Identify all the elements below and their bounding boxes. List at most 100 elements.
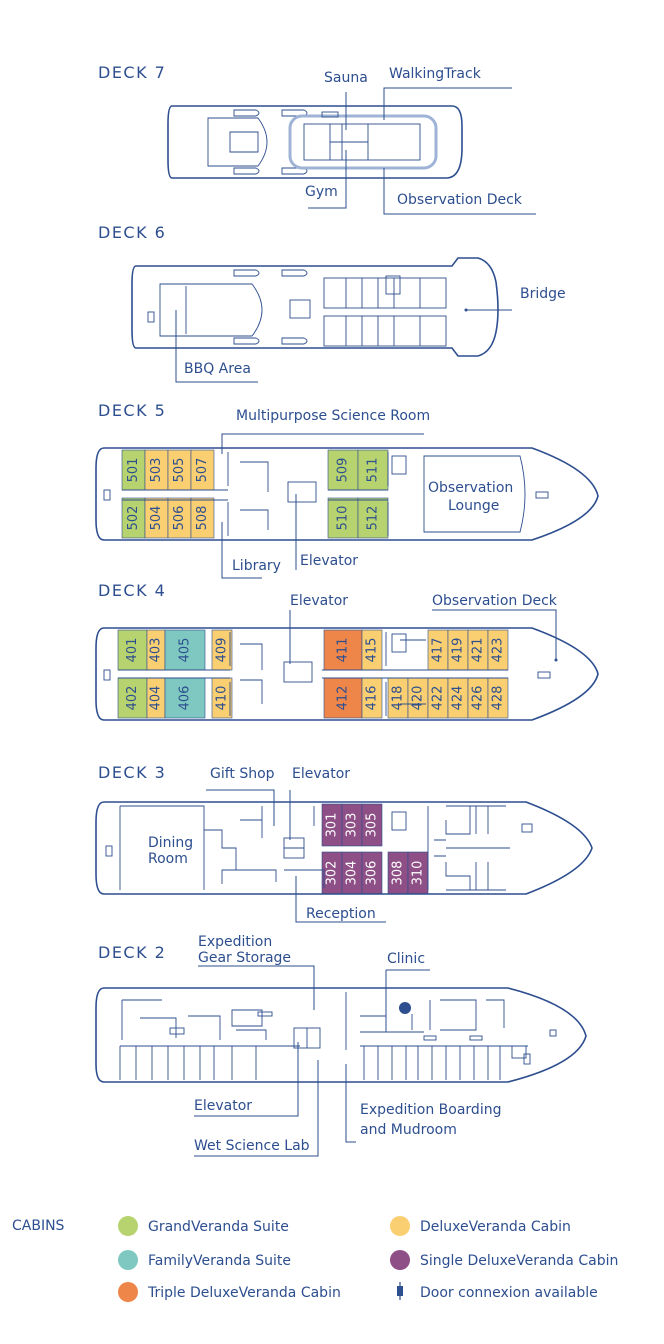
cabin-404: 404 <box>146 677 166 719</box>
cabin-305: 305 <box>361 803 383 847</box>
cabin-302-label: 302 <box>325 861 340 886</box>
cabin-508-label: 508 <box>195 506 210 531</box>
door-connexion-icon <box>397 1282 403 1300</box>
reception-label: Reception <box>306 906 376 922</box>
cabin-402: 402 <box>117 677 148 719</box>
legend-family-veranda-suite: FamilyVeranda Suite <box>148 1253 291 1269</box>
cabin-506: 506 <box>167 497 192 539</box>
bbq-area-label: BBQ Area <box>184 361 251 377</box>
cabin-403: 403 <box>146 629 166 671</box>
cabin-303-label: 303 <box>345 813 360 838</box>
cabin-412: 412 <box>323 677 363 719</box>
cabin-428: 428 <box>487 677 509 719</box>
cabin-415-label: 415 <box>365 638 380 663</box>
cabin-304: 304 <box>341 851 363 895</box>
cabin-406-block <box>164 677 206 719</box>
legend-title: CABINS <box>12 1218 65 1234</box>
cabin-505-label: 505 <box>172 458 187 483</box>
deck-6: DECK 6 BBQ Area Bridge <box>98 223 566 383</box>
cabin-510: 510 <box>327 497 359 539</box>
cabin-304-label: 304 <box>345 861 360 886</box>
cabin-511: 511 <box>357 449 389 491</box>
cabin-503-label: 503 <box>149 458 164 483</box>
elevator-3-label: Elevator <box>292 766 350 782</box>
deck-7: DECK 7 Sauna WalkingTrack Gym Observatio… <box>98 63 536 215</box>
cabin-310-label: 310 <box>411 861 426 886</box>
cabin-401-block <box>117 629 148 671</box>
deck-3-hull <box>95 801 593 895</box>
observation-lounge-label-1: Observation <box>428 480 513 496</box>
legend-swatch-grand-veranda-suite <box>118 1216 138 1236</box>
deck-6-title: DECK 6 <box>98 223 166 242</box>
clinic-marker <box>399 1002 411 1014</box>
bridge-label: Bridge <box>520 286 566 302</box>
wet-science-lab-label: Wet Science Lab <box>194 1138 310 1154</box>
cabin-415: 415 <box>361 629 383 671</box>
cabin-409-label: 409 <box>215 638 230 663</box>
deck-4-title: DECK 4 <box>98 581 166 600</box>
cabin-405: 405 <box>164 629 206 671</box>
cabin-301-label: 301 <box>325 813 340 838</box>
cabin-416: 416 <box>361 677 383 719</box>
library-label: Library <box>232 558 281 574</box>
deck-5-hull <box>95 447 599 541</box>
deck-4-elevator <box>283 661 313 683</box>
cabin-502-label: 502 <box>126 506 141 531</box>
deck-5-elevator <box>287 481 317 503</box>
cabin-305-block <box>361 803 383 847</box>
cabin-509-block <box>327 449 359 491</box>
deck-3-title: DECK 3 <box>98 763 166 782</box>
legend-single-deluxe-veranda-cabin: Single DeluxeVeranda Cabin <box>420 1253 618 1269</box>
deck-7-deckhouse <box>303 123 421 161</box>
cabin-417: 417 <box>427 629 449 671</box>
cabin-310: 310 <box>407 851 429 895</box>
cabin-508: 508 <box>190 497 215 539</box>
sauna-label: Sauna <box>324 70 368 86</box>
cabin-411-label: 411 <box>336 638 351 663</box>
cabin-410-label: 410 <box>215 686 230 711</box>
cabin-401-label: 401 <box>125 638 140 663</box>
deck-6-elevator <box>289 299 311 319</box>
cabin-505: 505 <box>167 449 192 491</box>
observation-deck-4-label: Observation Deck <box>432 593 558 609</box>
cabin-424: 424 <box>447 677 469 719</box>
legend-swatch-single-deluxe <box>390 1250 410 1270</box>
legend-swatch-triple-deluxe <box>118 1282 138 1302</box>
gear-storage-label-1: Expedition <box>198 934 272 950</box>
cabin-417-label: 417 <box>431 638 446 663</box>
deck-7-pool-deck <box>207 117 268 167</box>
science-room-label: Multipurpose Science Room <box>236 408 430 424</box>
expedition-boarding-label-2: and Mudroom <box>360 1122 457 1138</box>
deck-7-lifeboats <box>233 109 308 175</box>
cabin-428-label: 428 <box>491 686 506 711</box>
cabin-405-label: 405 <box>178 638 193 663</box>
legend-door-connexion: Door connexion available <box>420 1285 598 1301</box>
cabin-504-label: 504 <box>149 506 164 531</box>
cabin-419-label: 419 <box>451 638 466 663</box>
cabin-423: 423 <box>487 629 509 671</box>
cabin-402-label: 402 <box>125 686 140 711</box>
observation-deck-7-label: Observation Deck <box>397 192 523 208</box>
cabin-306: 306 <box>361 851 383 895</box>
deck-5-title: DECK 5 <box>98 401 166 420</box>
cabin-512-label: 512 <box>366 506 381 531</box>
deck-7-hull <box>167 105 463 179</box>
cabin-422: 422 <box>427 677 449 719</box>
legend-triple-deluxe-veranda-cabin: Triple DeluxeVeranda Cabin <box>147 1285 341 1301</box>
cabin-303: 303 <box>341 803 363 847</box>
cabin-510-label: 510 <box>336 506 351 531</box>
gear-storage-label-2: Gear Storage <box>198 950 291 966</box>
cabin-509-label: 509 <box>336 458 351 483</box>
deck-4-hull <box>95 627 599 721</box>
cabin-401: 401 <box>117 629 148 671</box>
cabin-504: 504 <box>144 497 169 539</box>
cabin-421-label: 421 <box>471 638 486 663</box>
legend-swatch-family-veranda-suite <box>118 1250 138 1270</box>
cabin-410: 410 <box>211 677 233 719</box>
walking-track-label: WalkingTrack <box>389 66 482 82</box>
cabin-506-label: 506 <box>172 506 187 531</box>
cabin-501-label: 501 <box>126 458 141 483</box>
